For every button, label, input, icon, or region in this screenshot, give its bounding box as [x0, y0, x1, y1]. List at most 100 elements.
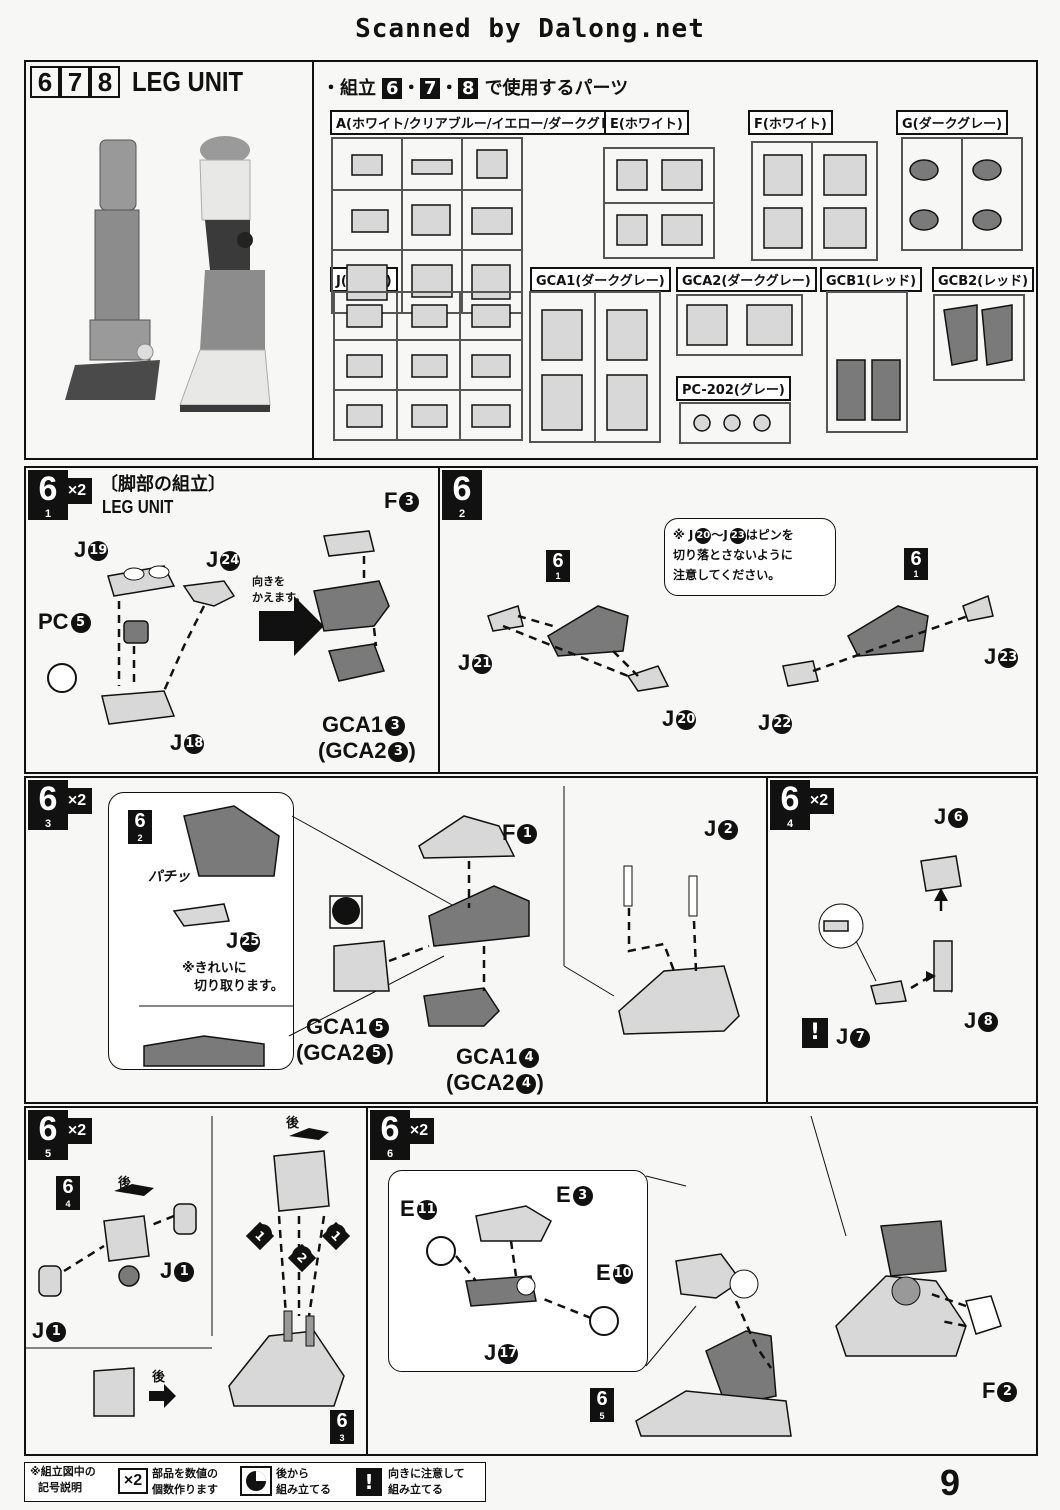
title-panel — [24, 60, 314, 460]
parts-heading-prefix: ・組立 — [322, 78, 376, 99]
step-6-4-caution-icon: ! — [802, 1018, 828, 1048]
page-number: 9 — [940, 1462, 961, 1503]
step-6-1-title: 〔脚部の組立〕 — [100, 474, 226, 495]
step-6-6-diagram — [426, 1115, 1002, 1437]
step-6-1-x2: ×2 — [62, 478, 92, 504]
legend-back-text: 後から組み立てる — [276, 1467, 331, 1496]
step-6-3-x2: ×2 — [62, 788, 92, 814]
legend-title: ※組立図中の記号説明 — [30, 1465, 96, 1494]
page-title: LEG UNIT — [132, 66, 244, 97]
title-step-7: 7 — [60, 66, 90, 98]
step-6-3-note: ※きれいに切り取ります。 — [182, 961, 284, 994]
sprue-gca1 — [529, 291, 661, 443]
parts-step-8: 8 — [458, 78, 479, 99]
sprue-drawings — [331, 137, 1025, 444]
sprue-label-e: E(ホワイト) — [604, 110, 689, 135]
parts-panel — [312, 60, 1038, 460]
step-6-1-subtitle: LEG UNIT — [102, 497, 174, 517]
leg-unit-photo — [65, 136, 271, 412]
legend-x2-text: 部品を数値の個数作ります — [152, 1467, 218, 1496]
sprue-e — [603, 147, 715, 259]
title-step-8: 8 — [90, 66, 120, 98]
sprue-g — [901, 137, 1023, 251]
step-6-5-diagram — [24, 1116, 346, 1417]
sprue-pc202 — [679, 402, 791, 444]
parts-heading-suffix: で使用するパーツ — [484, 78, 629, 99]
title-step-6: 6 — [30, 66, 60, 98]
sprue-label-gcb1: GCB1(レッド) — [820, 267, 923, 292]
parts-step-7: 7 — [420, 78, 441, 99]
sprue-label-gca1: GCA1(ダークグレー) — [530, 267, 671, 292]
leg-armored — [179, 136, 271, 412]
step-6-3-pachi: パチッ — [148, 869, 190, 885]
sprue-gca2 — [676, 294, 803, 356]
step-6-5-back-label-2: 後 — [286, 1116, 300, 1131]
step-6-6-panel — [366, 1106, 1038, 1456]
sprue-a — [331, 137, 523, 314]
sprue-label-f: F(ホワイト) — [748, 110, 833, 135]
step-6-2-diagram — [487, 594, 994, 692]
parts-heading: ・組立 6・7・8 で使用するパーツ — [322, 78, 629, 99]
sprue-label-gcb2: GCB2(レッド) — [932, 267, 1035, 292]
legend-caution-icon: ! — [356, 1468, 382, 1496]
step-6-4-x2: ×2 — [804, 788, 834, 814]
parts-step-6: 6 — [382, 78, 403, 99]
sprue-gcb2 — [933, 294, 1025, 381]
step-6-4-diagram — [818, 855, 962, 1005]
scan-credit: Scanned by Dalong.net — [355, 14, 705, 44]
step-6-3-diagram — [139, 786, 740, 1067]
leg-inner-frame — [65, 139, 160, 400]
sprue-label-g: G(ダークグレー) — [896, 110, 1009, 135]
sprue-gcb1 — [826, 291, 908, 433]
step-6-5-back-label-3: 後 — [152, 1370, 166, 1385]
sprue-j — [333, 291, 523, 441]
sprue-label-a: A(ホワイト/クリアブルー/イエロー/ダークグレー) — [330, 110, 638, 135]
sprue-label-gca2: GCA2(ダークグレー) — [676, 267, 817, 292]
step-6-5-x2: ×2 — [62, 1118, 92, 1144]
step-6-1-turn-note: 向きを かえます。 — [252, 575, 306, 604]
legend-back-icon — [240, 1466, 272, 1496]
step-6-6-x2: ×2 — [404, 1118, 434, 1144]
sprue-label-pc202: PC-202(グレー) — [676, 376, 791, 401]
